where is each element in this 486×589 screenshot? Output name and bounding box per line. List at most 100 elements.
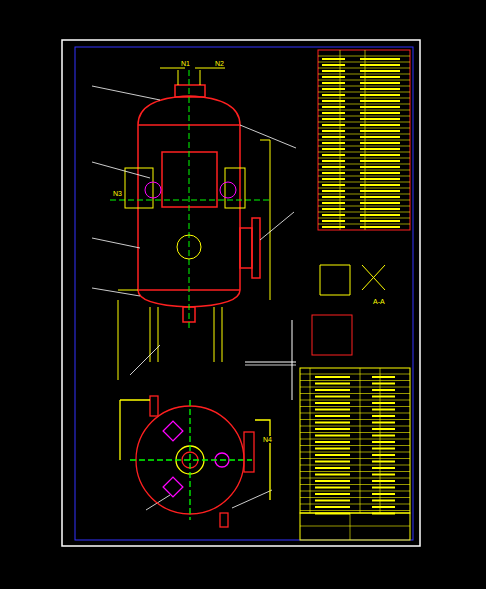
table-rule xyxy=(360,214,400,216)
table-rule xyxy=(315,376,350,378)
table-rule xyxy=(360,70,400,72)
table-rule xyxy=(322,208,345,210)
table-rule xyxy=(322,226,345,228)
table-rule xyxy=(322,166,345,168)
table-rule xyxy=(322,136,345,138)
table-rule xyxy=(318,152,410,153)
table-rule xyxy=(300,439,410,440)
table-rule xyxy=(318,146,410,147)
table-rule xyxy=(318,200,410,201)
table-rule xyxy=(315,500,350,502)
table-rule xyxy=(315,513,350,515)
table-rule xyxy=(318,182,410,183)
table-rule xyxy=(372,454,395,456)
table-rule xyxy=(360,130,400,132)
table-rule xyxy=(372,435,395,437)
table-rule xyxy=(372,461,395,463)
table-rule xyxy=(372,513,395,515)
table-rule xyxy=(360,94,400,96)
table-rule xyxy=(318,134,410,135)
table-rule xyxy=(315,422,350,424)
table-rule xyxy=(360,190,400,192)
table-rule xyxy=(318,194,410,195)
table-rule xyxy=(360,154,400,156)
table-rule xyxy=(372,409,395,411)
table-rule xyxy=(300,387,410,388)
table-rule xyxy=(360,124,400,126)
table-rule xyxy=(322,160,345,162)
table-rule xyxy=(350,513,351,540)
table-rule xyxy=(322,88,345,90)
table-rule xyxy=(300,484,410,485)
table-rule xyxy=(300,510,410,511)
table-rule xyxy=(315,396,350,398)
table-rule xyxy=(315,480,350,482)
table-rule xyxy=(318,62,410,63)
table-rule xyxy=(300,393,410,394)
table-rule xyxy=(322,118,345,120)
table-rule xyxy=(322,148,345,150)
table-rule xyxy=(322,190,345,192)
table-rule xyxy=(360,202,400,204)
table-rule xyxy=(300,458,410,459)
table-rule xyxy=(315,409,350,411)
table-rule xyxy=(322,154,345,156)
table-rule xyxy=(315,448,350,450)
table-rule xyxy=(380,368,381,513)
table-rule xyxy=(315,435,350,437)
table-rule xyxy=(318,158,410,159)
table-rule xyxy=(300,526,410,527)
table-rule xyxy=(315,441,350,443)
table-rule xyxy=(372,383,395,385)
table-rule xyxy=(322,94,345,96)
table-rule xyxy=(360,76,400,78)
table-rule xyxy=(360,184,400,186)
table-rule xyxy=(318,224,410,225)
table-rule xyxy=(360,100,400,102)
table-rule xyxy=(360,148,400,150)
table-rule xyxy=(372,487,395,489)
table-rule xyxy=(315,474,350,476)
table-rule xyxy=(372,402,395,404)
table-rule xyxy=(315,428,350,430)
table-rule xyxy=(322,76,345,78)
table-rule xyxy=(372,428,395,430)
table-rule xyxy=(300,380,410,381)
callout-label: A-A xyxy=(372,298,386,305)
table-rule xyxy=(318,80,410,81)
table-rule xyxy=(318,92,410,93)
table-rule xyxy=(318,68,410,69)
table-rule xyxy=(372,396,395,398)
table-rule xyxy=(300,406,410,407)
table-rule xyxy=(365,50,366,230)
table-rule xyxy=(360,196,400,198)
table-rule xyxy=(360,166,400,168)
table-rule xyxy=(300,432,410,433)
table-rule xyxy=(322,58,345,60)
table-rule xyxy=(315,454,350,456)
table-rule xyxy=(300,419,410,420)
table-rule xyxy=(318,86,410,87)
table-rule xyxy=(300,413,410,414)
table-rule xyxy=(315,506,350,508)
table-rule xyxy=(372,480,395,482)
table-rule xyxy=(360,226,400,228)
table-rule xyxy=(315,389,350,391)
table-rule xyxy=(318,56,410,57)
table-rule xyxy=(322,100,345,102)
table-rule xyxy=(318,128,410,129)
table-rule xyxy=(318,176,410,177)
table-rule xyxy=(322,196,345,198)
table-rule xyxy=(318,212,410,213)
table-rule xyxy=(322,178,345,180)
table-rule xyxy=(372,422,395,424)
table-rule xyxy=(322,112,345,114)
table-rule xyxy=(360,136,400,138)
table-rule xyxy=(318,170,410,171)
table-rule xyxy=(300,504,410,505)
table-rule xyxy=(360,142,400,144)
table-rule xyxy=(322,220,345,222)
table-rule xyxy=(300,491,410,492)
table-rule xyxy=(318,98,410,99)
